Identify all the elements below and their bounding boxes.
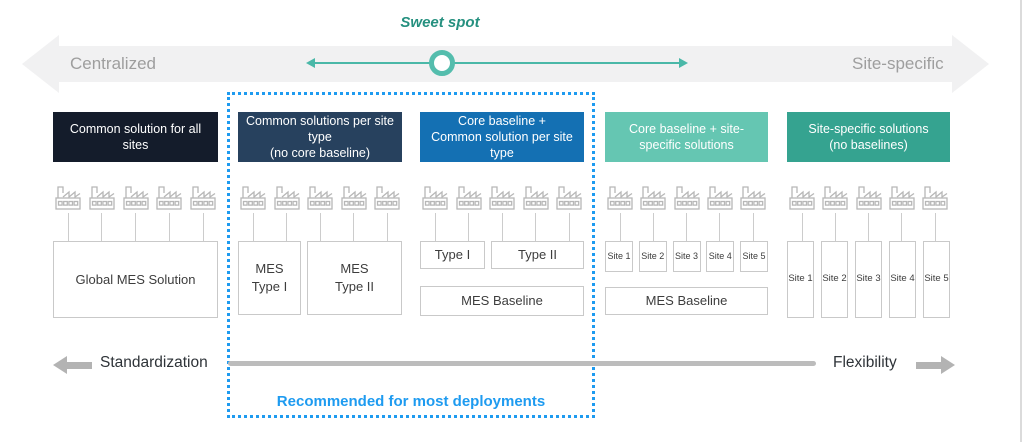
site-box-2: Site 2	[638, 241, 667, 272]
factory-icon	[522, 186, 549, 210]
connector-lines	[53, 213, 218, 241]
solution-box-mes-type-2: MES Type II	[307, 241, 402, 315]
page-edge-line	[1020, 0, 1022, 442]
sweet-spot-marker	[429, 50, 455, 76]
column-core-baseline-plus-common: Core baseline + Common solution per site…	[420, 112, 584, 316]
sweet-spot-range-line	[313, 62, 681, 64]
flexibility-arrow-icon	[915, 356, 955, 375]
spectrum-arrowhead-right	[952, 35, 989, 93]
factory-icon	[273, 186, 300, 210]
solution-box-type-1: Type I	[420, 241, 485, 269]
connector-lines	[605, 213, 768, 241]
site-box-3: Site 3	[672, 241, 701, 272]
standardization-arrow-icon	[53, 356, 93, 375]
spectrum-arrowhead-left	[22, 35, 59, 93]
solution-box-type-2: Type II	[491, 241, 584, 269]
factory-icon	[889, 186, 915, 210]
connector-lines	[420, 213, 584, 241]
factory-icon	[340, 186, 367, 210]
factory-icon	[707, 186, 733, 210]
connector-lines	[787, 213, 950, 241]
factory-icon	[55, 186, 81, 210]
factory-icons-row	[787, 183, 950, 213]
sweet-spot-label: Sweet spot	[400, 14, 480, 31]
factory-icon	[673, 186, 700, 210]
factory-icon	[240, 186, 266, 210]
factory-icon	[855, 186, 882, 210]
flexibility-label: Flexibility	[833, 354, 897, 371]
spectrum-band	[58, 46, 952, 82]
factory-icon	[156, 186, 182, 210]
factory-icon	[740, 186, 766, 210]
standardization-label: Standardization	[100, 354, 208, 371]
mes-baseline-box: MES Baseline	[605, 287, 768, 315]
site-box-1: Site 1	[787, 241, 814, 318]
mes-baseline-box: MES Baseline	[420, 286, 584, 316]
recommended-label: Recommended for most deployments	[276, 393, 546, 410]
factory-icon	[89, 186, 115, 210]
factory-icon	[489, 186, 515, 210]
sweet-spot-range-arrow-right-icon	[679, 58, 688, 68]
factory-icon	[922, 186, 948, 210]
site-box-5: Site 5	[923, 241, 950, 318]
column-header: Core baseline + site-specific solutions	[605, 112, 768, 162]
connector-lines	[238, 213, 402, 241]
factory-icon	[556, 186, 582, 210]
column-header: Site-specific solutions (no baselines)	[787, 112, 950, 162]
factory-icon	[822, 186, 848, 210]
site-box-2: Site 2	[821, 241, 848, 318]
solution-box-global-mes: Global MES Solution	[53, 241, 218, 318]
column-header: Common solution for all sites	[53, 112, 218, 162]
factory-icons-row	[420, 183, 584, 213]
solution-box-mes-type-1: MES Type I	[238, 241, 301, 315]
column-core-baseline-plus-site-specific: Core baseline + site-specific solutions …	[605, 112, 768, 315]
factory-icon	[190, 186, 216, 210]
site-box-1: Site 1	[605, 241, 633, 272]
column-header: Common solutions per site type (no core …	[238, 112, 402, 162]
site-box-3: Site 3	[855, 241, 882, 318]
factory-icon	[122, 186, 149, 210]
site-box-4: Site 4	[706, 241, 735, 272]
site-box-4: Site 4	[889, 241, 916, 318]
column-header: Core baseline + Common solution per site…	[420, 112, 584, 162]
column-site-specific-solutions: Site-specific solutions (no baselines) S…	[787, 112, 950, 318]
factory-icons-row	[238, 183, 402, 213]
factory-icons-row	[605, 183, 768, 213]
factory-icon	[422, 186, 448, 210]
factory-icon	[640, 186, 666, 210]
column-common-solution-all-sites: Common solution for all sites Global MES…	[53, 112, 218, 318]
site-box-5: Site 5	[740, 241, 768, 272]
sweet-spot-range-arrow-left-icon	[306, 58, 315, 68]
factory-icons-row	[53, 183, 218, 213]
factory-icon	[455, 186, 482, 210]
factory-icon	[789, 186, 815, 210]
column-common-solutions-per-site-type: Common solutions per site type (no core …	[238, 112, 402, 315]
site-specific-label: Site-specific	[852, 54, 944, 73]
factory-icon	[307, 186, 333, 210]
centralized-label: Centralized	[70, 54, 156, 73]
factory-icon	[607, 186, 633, 210]
factory-icon	[374, 186, 400, 210]
recommended-frame: Recommended for most deployments	[227, 92, 595, 418]
axis-line	[228, 361, 816, 366]
